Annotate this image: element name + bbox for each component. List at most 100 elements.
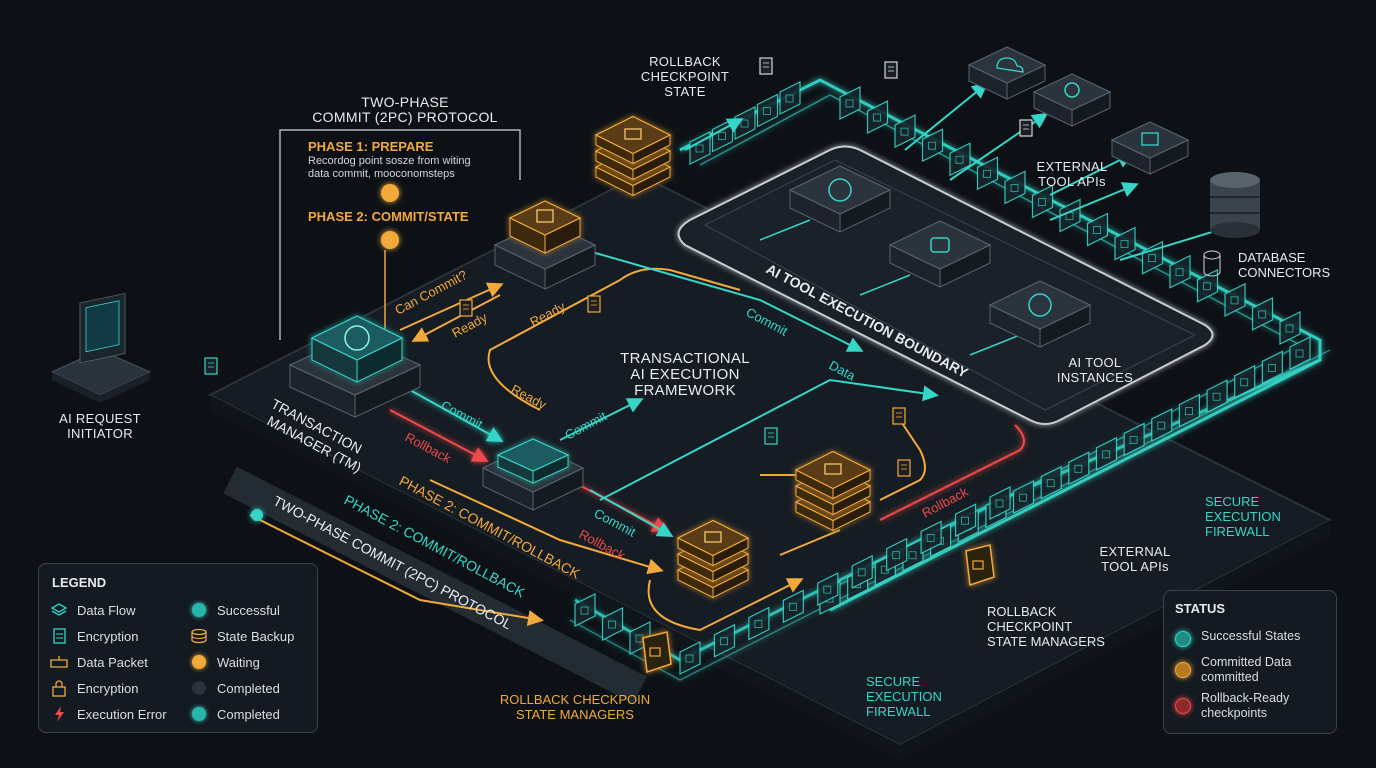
dark-dot <box>189 679 209 697</box>
document-icon <box>884 61 898 79</box>
firewall-segment <box>1289 336 1311 370</box>
legend-item: Data Flow <box>49 600 136 620</box>
coordinator-cube <box>508 200 582 254</box>
legend-item-label: Waiting <box>217 654 260 670</box>
document-packets <box>204 57 1033 477</box>
legend-item-label: State Backup <box>217 628 295 644</box>
legend-item-label: Successful <box>217 602 280 618</box>
framework-label: TRANSACTIONAL AI EXECUTION FRAMEWORK <box>620 350 750 399</box>
external-api-cloud <box>967 46 1047 100</box>
external-apis-bottom-label: EXTERNAL TOOL APIs <box>1099 544 1171 574</box>
participant-cube <box>496 438 570 484</box>
status-title: STATUS <box>1175 601 1226 616</box>
firewall-segment <box>989 486 1011 520</box>
document-icon <box>49 627 69 645</box>
firewall-segment <box>1114 226 1136 261</box>
firewall-segment <box>1012 480 1035 515</box>
firewall-lock-mid <box>965 544 995 587</box>
secure-firewall-bottom-label: SECURE EXECUTION FIREWALL <box>866 674 942 719</box>
firewall-segment <box>886 537 908 572</box>
status-item-label: Rollback-Ready checkpoints <box>1201 691 1290 720</box>
legend-item-label: Data Packet <box>77 654 148 670</box>
firewall-segment <box>817 572 839 607</box>
document-icon <box>459 299 473 317</box>
firewall-segment <box>894 114 916 149</box>
external-apis-top-label: EXTERNAL TOOL APIs <box>1036 159 1108 189</box>
teal-dot <box>189 601 209 619</box>
firewall-segment <box>866 100 889 135</box>
state-stack-left-layer <box>676 519 750 567</box>
tool-instance-1 <box>788 165 892 233</box>
initiator-computer <box>50 292 152 403</box>
firewall-segment <box>1178 393 1201 428</box>
legend-item-label: Completed <box>217 706 280 722</box>
firewall-segment <box>1206 379 1228 414</box>
ai-icon <box>1028 293 1052 317</box>
document-icon <box>764 427 778 445</box>
phase1-title: PHASE 1: PREPARE <box>308 139 434 154</box>
firewall-lock-bottom <box>642 631 672 674</box>
layers-icon <box>49 601 69 619</box>
legend-item: Data Packet <box>49 652 148 672</box>
firewall-segment <box>748 606 770 641</box>
document-icon <box>759 57 773 75</box>
firewall-segment <box>679 641 701 675</box>
flow-lines <box>150 82 1239 632</box>
external-api-code <box>1110 121 1190 175</box>
firewall-segment <box>756 93 779 128</box>
legend-item: State Backup <box>189 626 294 646</box>
sync-icon <box>344 325 370 351</box>
firewall-segment <box>1123 422 1145 457</box>
firewall-segment <box>921 128 944 163</box>
status-item-label: Successful States <box>1201 629 1301 643</box>
status-item: Rollback-Ready checkpoints <box>1175 691 1289 721</box>
phase1-description: Recordog point sosze from witing data co… <box>308 155 471 180</box>
firewall-segment <box>1068 451 1090 486</box>
legend-item: Successful <box>189 600 280 620</box>
rollback-checkpoint-state-label: ROLLBACK CHECKPOINT STATE <box>640 54 730 99</box>
external-api-gear <box>1032 73 1112 127</box>
state-stack-right-layer <box>794 450 872 500</box>
code-icon <box>1141 132 1159 146</box>
legend-item-label: Encryption <box>77 628 139 644</box>
firewall-segment <box>1196 268 1219 303</box>
firewall-segment <box>601 607 624 641</box>
tool-instance-2 <box>888 220 992 288</box>
firewall-segment <box>713 623 736 658</box>
firewall-segment <box>1040 465 1062 500</box>
state-stack-left <box>676 519 750 599</box>
tool-instance-3 <box>988 280 1092 348</box>
secure-firewall-right-label: SECURE EXECUTION FIREWALL <box>1205 494 1281 539</box>
firewall-segment <box>734 106 756 140</box>
status-item: Committed Data committed <box>1175 655 1291 685</box>
transaction-manager-cube <box>310 315 404 383</box>
firewall-segment <box>1234 364 1256 399</box>
legend-item: Encryption <box>49 678 138 698</box>
firewall-segment <box>851 554 873 589</box>
firewall-segment <box>779 81 801 115</box>
legend-item: Waiting <box>189 652 260 672</box>
ai-icon <box>828 178 852 202</box>
firewall-segment <box>839 86 861 120</box>
database-connectors-label: DATABASE CONNECTORS <box>1238 250 1331 280</box>
firewall-segment <box>1095 436 1118 471</box>
firewall-segment <box>1059 198 1081 233</box>
firewall-segment <box>1004 170 1026 205</box>
status-item: Successful States <box>1175 629 1300 647</box>
firewall-segment <box>1169 254 1191 289</box>
firewall-segment <box>782 589 804 624</box>
legend-item-label: Completed <box>217 680 280 696</box>
firewall-segment <box>1251 296 1274 331</box>
gear-icon <box>1064 82 1080 98</box>
status-dot <box>1175 698 1191 714</box>
ai-icon <box>930 237 950 253</box>
stack-icon <box>824 463 842 475</box>
checkpoint-state-stack-layer <box>594 115 672 165</box>
checkpoint-state-stack <box>594 115 672 197</box>
stack-icon <box>704 531 722 543</box>
legend-title: LEGEND <box>52 575 107 590</box>
firewall-segments <box>574 81 1311 675</box>
firewall-segment <box>1261 350 1283 385</box>
bolt-icon <box>49 705 69 723</box>
